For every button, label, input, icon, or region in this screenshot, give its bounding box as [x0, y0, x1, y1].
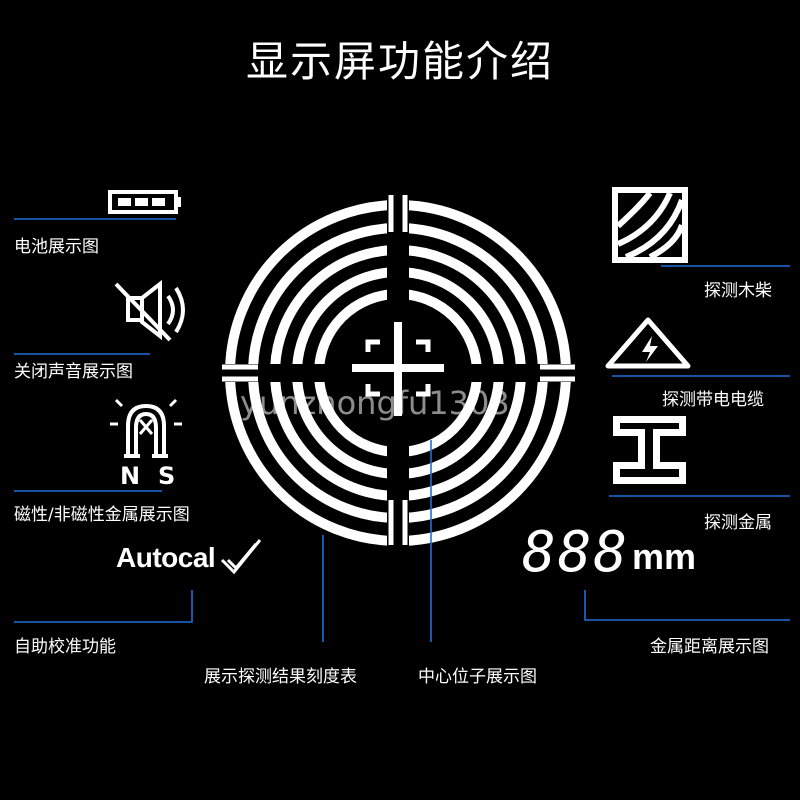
label-wood: 探测木柴	[704, 281, 772, 301]
magnet-pole-s: S	[158, 462, 176, 490]
magnet-icon	[110, 398, 182, 458]
i-beam-icon	[613, 416, 686, 484]
axis-markers	[222, 195, 575, 545]
label-magnetic: 磁性/非磁性金属展示图	[14, 505, 190, 525]
center-crosshair	[352, 322, 444, 416]
label-distance: 金属距离展示图	[650, 637, 769, 657]
label-metal: 探测金属	[704, 513, 772, 533]
battery-icon	[108, 190, 181, 214]
label-scale: 展示探测结果刻度表	[204, 667, 357, 687]
ring-gaps	[215, 190, 582, 560]
distance-unit: mm	[632, 536, 697, 577]
label-cable: 探测带电电缆	[662, 390, 764, 410]
high-voltage-icon	[605, 317, 691, 369]
label-center: 中心位子展示图	[418, 667, 537, 687]
check-icon	[220, 539, 262, 575]
watermark: yunzhongfu1303	[240, 384, 510, 422]
wood-grain-icon	[612, 187, 688, 263]
label-autocal: 自助校准功能	[14, 637, 116, 657]
magnet-pole-n: N	[120, 462, 141, 490]
callout-lines	[14, 218, 790, 642]
distance-digits: 888	[522, 520, 630, 585]
label-mute: 关闭声音展示图	[14, 362, 133, 382]
page-title: 显示屏功能介绍	[245, 37, 554, 86]
speaker-muted-icon	[114, 279, 185, 342]
label-battery: 电池展示图	[14, 237, 99, 257]
autocal-text: Autocal	[116, 542, 216, 573]
